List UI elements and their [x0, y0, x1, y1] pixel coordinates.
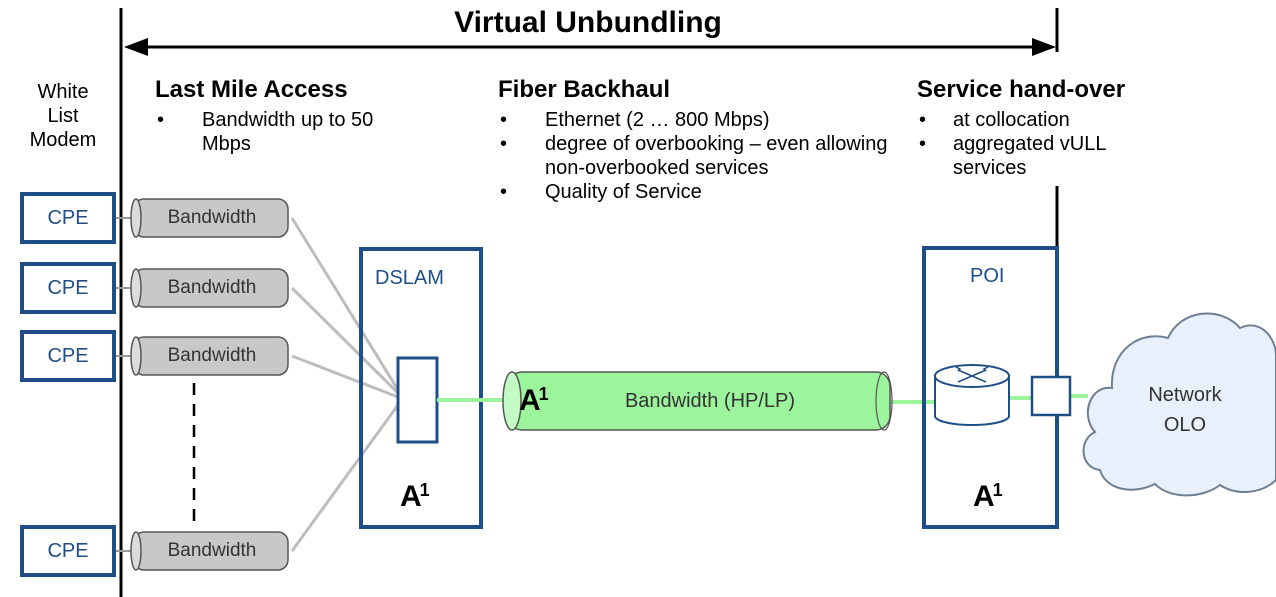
- tube-2: [130, 268, 289, 308]
- scope-arrow-left-head: [124, 38, 148, 56]
- backhaul-label: Bandwidth (HP/LP): [624, 390, 796, 412]
- fiber-backhaul-bullets: Ethernet (2 … 800 Mbps) degree of overbo…: [500, 108, 920, 204]
- a1-logo-backhaul: A1: [519, 384, 549, 418]
- a1-logo-sup: 1: [992, 480, 1003, 500]
- dslam-port: [396, 356, 439, 444]
- dslam-label: DSLAM: [375, 267, 444, 289]
- tube-3: [130, 336, 289, 376]
- tube-4: [130, 531, 289, 571]
- cloud-shape: [1082, 312, 1276, 497]
- fiber-bullet: degree of overbooking – even allowing no…: [500, 132, 920, 180]
- link-4: [290, 404, 400, 552]
- a1-logo-sup: 1: [419, 480, 430, 500]
- a1-logo-letter: A: [973, 480, 995, 513]
- poi-port: [1030, 375, 1072, 417]
- cpe-box: CPE: [20, 330, 116, 382]
- fiber-backhaul-heading: Fiber Backhaul: [498, 76, 671, 103]
- link-1: [290, 217, 400, 391]
- scope-arrow-right-head: [1032, 38, 1056, 56]
- tube-label: Bandwidth: [167, 345, 257, 366]
- last-mile-bullet: Bandwidth up to 50 Mbps: [157, 108, 417, 156]
- handover-heading: Service hand-over: [917, 76, 1126, 103]
- last-mile-heading: Last Mile Access: [155, 76, 348, 103]
- fiber-bullet: Quality of Service: [500, 180, 920, 204]
- link-2: [290, 286, 400, 395]
- fiber-bullet: Ethernet (2 … 800 Mbps): [500, 108, 920, 132]
- last-mile-bullets: Bandwidth up to 50 Mbps: [157, 108, 417, 156]
- a1-logo-poi: A1: [973, 480, 1003, 514]
- cloud-label: Network OLO: [1110, 380, 1260, 440]
- tube-1: [130, 198, 289, 238]
- white-list-modem-label: White List Modem: [18, 80, 108, 152]
- dslam-frame: [359, 247, 483, 529]
- diagram-title: Virtual Unbundling: [454, 6, 722, 39]
- tube-label: Bandwidth: [167, 207, 257, 228]
- poi-label: POI: [970, 265, 1005, 287]
- a1-logo-letter: A: [400, 480, 422, 513]
- cpe-box: CPE: [20, 192, 116, 244]
- router-icon: [934, 364, 1010, 426]
- cloud-label-line2: OLO: [1163, 414, 1207, 436]
- a1-logo-dslam: A1: [400, 480, 430, 514]
- tube-label: Bandwidth: [167, 540, 257, 561]
- handover-bullets: at collocation aggregated vULL services: [919, 108, 1149, 180]
- white-list-line1: White: [37, 81, 89, 103]
- handover-bullet: aggregated vULL services: [919, 132, 1149, 180]
- backhaul-tube: [502, 371, 893, 431]
- tube-label: Bandwidth: [167, 277, 257, 298]
- a1-logo-letter: A: [519, 384, 541, 417]
- white-list-line2: List: [47, 105, 79, 127]
- a1-logo-sup: 1: [538, 384, 549, 404]
- link-3: [291, 354, 399, 399]
- cpe-box: CPE: [20, 525, 116, 577]
- cpe-box: CPE: [20, 262, 116, 314]
- white-list-line3: Modem: [29, 129, 97, 151]
- cloud-label-line1: Network: [1148, 384, 1222, 406]
- handover-bullet: at collocation: [919, 108, 1149, 132]
